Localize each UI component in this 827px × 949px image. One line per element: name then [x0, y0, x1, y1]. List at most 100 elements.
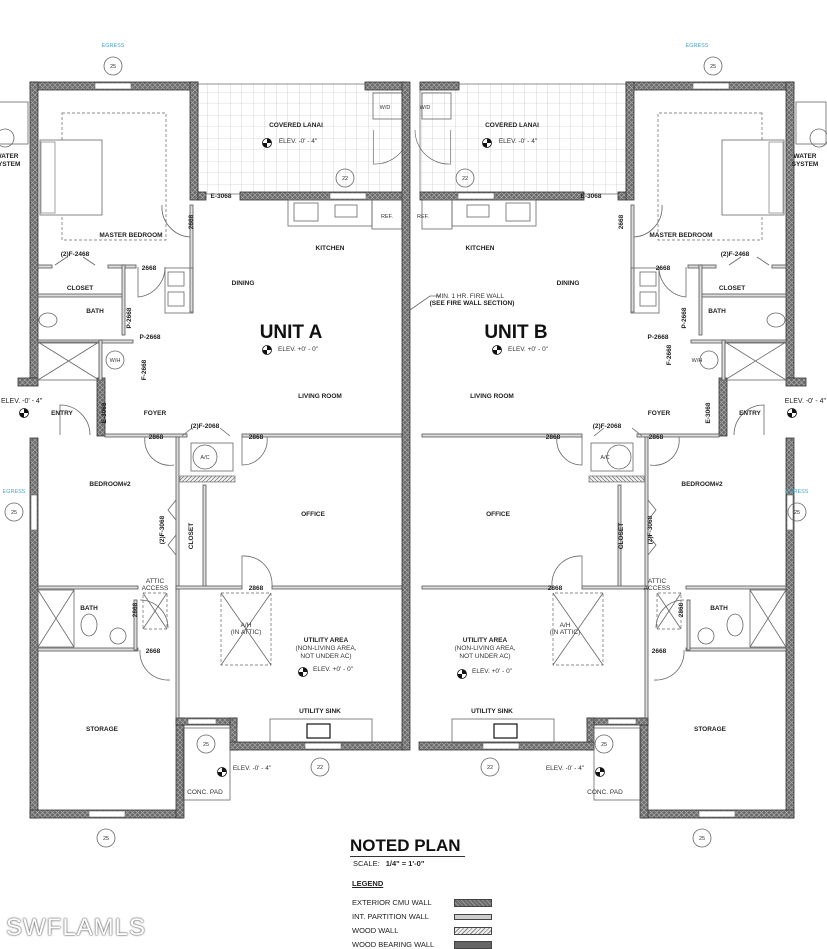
- room-label: LIVING ROOM: [298, 393, 342, 400]
- room-label: UTILITY AREA: [463, 637, 508, 644]
- elevation-label: ELEV. +0' - 0": [472, 668, 513, 675]
- plan-scale: SCALE: 1/4" = 1'-0": [353, 859, 424, 868]
- unit-a-labels: COVERED LANAI ELEV. -0' - 4" MASTER BEDR…: [0, 105, 514, 796]
- legend-swatch-wood: [454, 927, 492, 935]
- plan-label: P-2668: [140, 334, 161, 341]
- window-tag: 25: [110, 64, 116, 70]
- elevation-label: ELEV. -0' - 4": [546, 765, 585, 772]
- plan-label: 2868: [249, 585, 264, 592]
- egress-tag: EGRESS: [786, 489, 809, 495]
- plan-label: (NON-LIVING AREA,: [295, 645, 356, 652]
- window-tags: 25 25 22 22 25 25 25 25 22 22 25 25 EGRE…: [3, 43, 809, 848]
- room-label: ENTRY: [51, 410, 73, 417]
- room-label: MASTER BEDROOM: [99, 232, 162, 239]
- plan-title: NOTED PLAN: [350, 836, 465, 857]
- plan-label: 2868: [249, 434, 264, 441]
- plan-label: P-2668: [681, 307, 688, 328]
- unit-title: UNIT A: [260, 322, 323, 343]
- plan-label: F-2668: [141, 359, 148, 380]
- legend-swatch-partition: [454, 914, 492, 920]
- room-label: CONC. PAD: [187, 789, 223, 796]
- plan-label: CLOSET: [188, 523, 195, 549]
- room-label: COVERED LANAI: [269, 122, 323, 129]
- legend-item-label: INT. PARTITION WALL: [352, 912, 429, 921]
- plan-label: (2)F-2468: [721, 251, 750, 258]
- fire-wall: [401, 81, 411, 751]
- window-tag: 25: [601, 742, 607, 748]
- window-tag: 25: [794, 510, 800, 516]
- window-tag: 25: [710, 64, 716, 70]
- plan-label: A/H: [560, 622, 571, 629]
- room-label: LIVING ROOM: [470, 393, 514, 400]
- plan-label: P-2668: [126, 307, 133, 328]
- firewall-note: MIN. 1 HR. FIRE WALL: [436, 293, 504, 300]
- room-label: OFFICE: [301, 511, 325, 518]
- plan-label: 2868: [678, 602, 685, 617]
- plan-label: 2868: [649, 434, 664, 441]
- room-label: ENTRY: [739, 410, 761, 417]
- plan-label: A/C: [600, 455, 609, 461]
- egress-tag: EGRESS: [3, 489, 26, 495]
- room-label: UTILITY AREA: [304, 637, 349, 644]
- plan-label: 2868: [132, 602, 139, 617]
- scale-value: 1/4" = 1'-0": [385, 859, 425, 868]
- room-label: DINING: [557, 280, 580, 287]
- room-label: FOYER: [648, 410, 671, 417]
- plan-label: (2)F-2068: [593, 423, 622, 430]
- egress-tag: EGRESS: [686, 43, 709, 49]
- plan-label: W/H: [110, 358, 121, 364]
- plan-label: P-2668: [648, 334, 669, 341]
- plan-label: E-3068: [101, 402, 108, 423]
- unit-b-labels: COVERED LANAI ELEV. -0' - 4" MASTER BEDR…: [417, 105, 826, 796]
- plan-label: (2)F-3068: [647, 515, 654, 544]
- firewall-note: (SEE FIRE WALL SECTION): [430, 300, 515, 307]
- plan-label: (NON-LIVING AREA,: [454, 645, 515, 652]
- room-label: BATH: [80, 605, 98, 612]
- room-label: CONC. PAD: [587, 789, 623, 796]
- plan-label: (2)F-2068: [191, 423, 220, 430]
- plan-label: 2668: [656, 265, 671, 272]
- window-tag: 25: [203, 742, 209, 748]
- plan-label: ATTIC: [648, 578, 667, 585]
- room-label: BATH: [86, 308, 104, 315]
- plan-label: REF.: [417, 214, 429, 220]
- plan-label: 2868: [548, 585, 563, 592]
- room-label: STORAGE: [694, 726, 727, 733]
- plan-label: W/D: [420, 105, 431, 111]
- plan-label: NOT UNDER AC): [300, 653, 351, 660]
- room-label: KITCHEN: [466, 245, 495, 252]
- plan-label: SYSTEM: [792, 161, 819, 168]
- room-label: BEDROOM#2: [681, 481, 723, 488]
- elevation-label: ELEV. -0' - 4": [499, 138, 538, 145]
- scale-label: SCALE:: [353, 859, 380, 868]
- legend-swatch-cmu: [454, 899, 492, 907]
- plan-label: 2668: [188, 214, 195, 229]
- window-tag: 22: [462, 176, 468, 182]
- plan-label: 2868: [149, 434, 164, 441]
- plan-label: (IN ATTIC): [231, 629, 262, 636]
- plan-label: (2)F-2468: [61, 251, 90, 258]
- plan-label: W/D: [380, 105, 391, 111]
- room-label: STORAGE: [86, 726, 119, 733]
- elevation-label: ELEV. -0' - 4": [233, 765, 272, 772]
- room-label: BEDROOM#2: [89, 481, 131, 488]
- elevation-label: ELEV. +0' - 0": [508, 346, 549, 353]
- elevation-label: ELEV. -0' - 4": [1, 398, 43, 405]
- elevation-label: ELEV. -0' - 4": [785, 398, 827, 405]
- unit-a-plan: [0, 81, 410, 819]
- plan-label: (IN ATTIC): [550, 629, 581, 636]
- plan-label: CLOSET: [618, 523, 625, 549]
- plan-label: NOT UNDER AC): [459, 653, 510, 660]
- plan-label: 2868: [546, 434, 561, 441]
- legend-item-label: EXTERIOR CMU WALL: [352, 898, 432, 907]
- room-label: CLOSET: [719, 285, 745, 292]
- plan-label: 2668: [146, 648, 161, 655]
- window-tag: 22: [342, 176, 348, 182]
- room-label: CLOSET: [67, 285, 93, 292]
- room-label: COVERED LANAI: [485, 122, 539, 129]
- window-tag: 25: [103, 836, 109, 842]
- room-label: MASTER BEDROOM: [649, 232, 712, 239]
- unit-title: UNIT B: [484, 322, 547, 343]
- room-label: OFFICE: [486, 511, 510, 518]
